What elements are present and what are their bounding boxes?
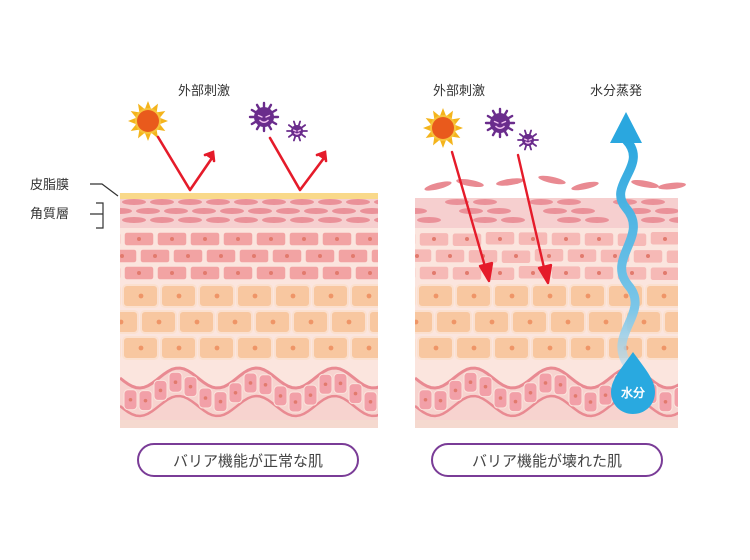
germ-icon-small — [286, 120, 308, 142]
evaporation-arrowhead — [610, 112, 642, 143]
normal-skin-block — [120, 198, 378, 428]
sun-icon — [128, 101, 168, 141]
moisture-label: 水分 — [621, 385, 645, 400]
sebum-film — [120, 193, 378, 199]
flaking-cells — [424, 175, 686, 191]
svg-text:バリア機能が正常な肌: バリア機能が正常な肌 — [173, 452, 323, 470]
stratum-bracket — [90, 202, 104, 229]
stratum-label: 角質層 — [30, 207, 69, 222]
normal-skin-caption: バリア機能が正常な肌 — [137, 443, 359, 477]
germ-icon — [248, 101, 280, 133]
stimulus-label-left: 外部刺激 — [178, 84, 230, 99]
sebum-leader-line — [90, 183, 119, 197]
stimulus-label-right: 外部刺激 — [433, 84, 485, 99]
damaged-skin-caption: バリア機能が壊れた肌 — [431, 443, 663, 477]
germ-icon-right-small — [517, 129, 539, 151]
water-drop-icon: 水分 — [611, 352, 655, 414]
evaporation-arrow-icon — [616, 135, 640, 370]
sun-icon-right — [423, 108, 463, 148]
evaporation-label: 水分蒸発 — [590, 84, 642, 99]
germ-icon-right — [484, 107, 516, 139]
svg-text:バリア機能が壊れた肌: バリア機能が壊れた肌 — [472, 452, 622, 470]
reflected-arrow — [156, 135, 328, 192]
sebum-label: 皮脂膜 — [30, 178, 69, 193]
penetrating-arrow — [450, 150, 553, 285]
